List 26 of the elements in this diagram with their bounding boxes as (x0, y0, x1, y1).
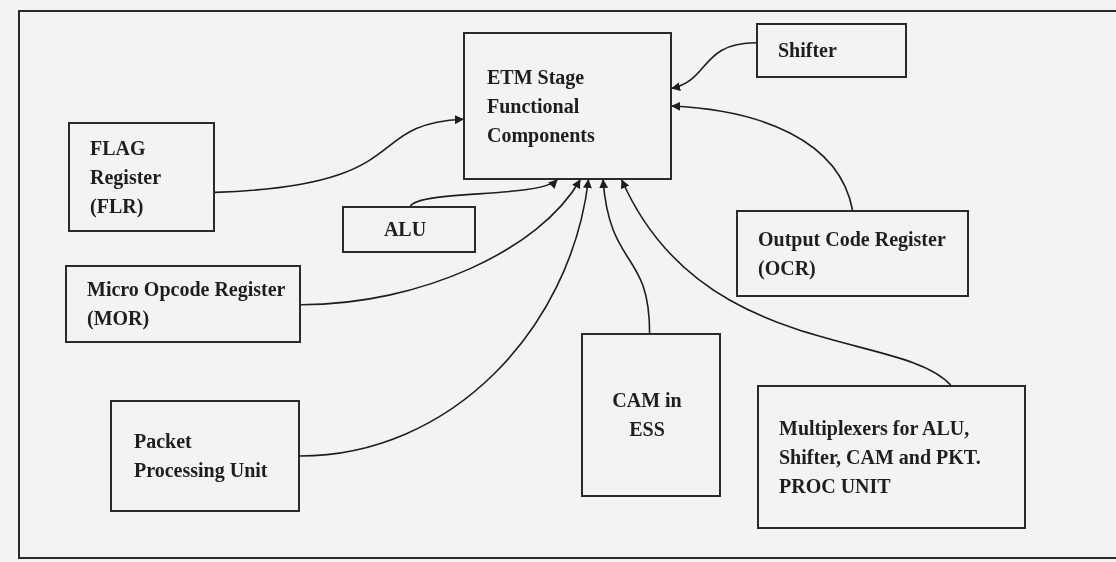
curved-arrow (214, 115, 464, 194)
component-label: Micro Opcode Register (MOR) (87, 277, 287, 332)
component-box (110, 400, 300, 512)
component-box (757, 385, 1026, 529)
component-label: CAM in ESS (611, 388, 683, 442)
component-box (65, 265, 301, 343)
component-label: FLAG Register (FLR) (90, 135, 162, 220)
component-label: ETM Stage Functional Components (487, 64, 596, 149)
component-box (68, 122, 215, 232)
curved-arrow (671, 102, 854, 211)
component-box (581, 333, 721, 497)
component-box (756, 23, 907, 78)
curved-arrow (621, 179, 952, 386)
curved-arrow (599, 179, 651, 334)
component-label: Packet Processing Unit (134, 429, 269, 484)
component-box (463, 32, 672, 180)
curved-arrow (300, 179, 581, 306)
component-label: Shifter (778, 38, 837, 63)
component-box (342, 206, 476, 253)
curved-arrow (409, 179, 558, 207)
component-label: ALU (383, 217, 427, 242)
curved-arrow (671, 42, 757, 91)
component-box (736, 210, 969, 297)
curved-arrow (299, 179, 592, 457)
component-label: Output Code Register (OCR) (758, 226, 947, 282)
component-label: Multiplexers for ALU, Shifter, CAM and PKT. PROC UNIT (779, 415, 982, 499)
